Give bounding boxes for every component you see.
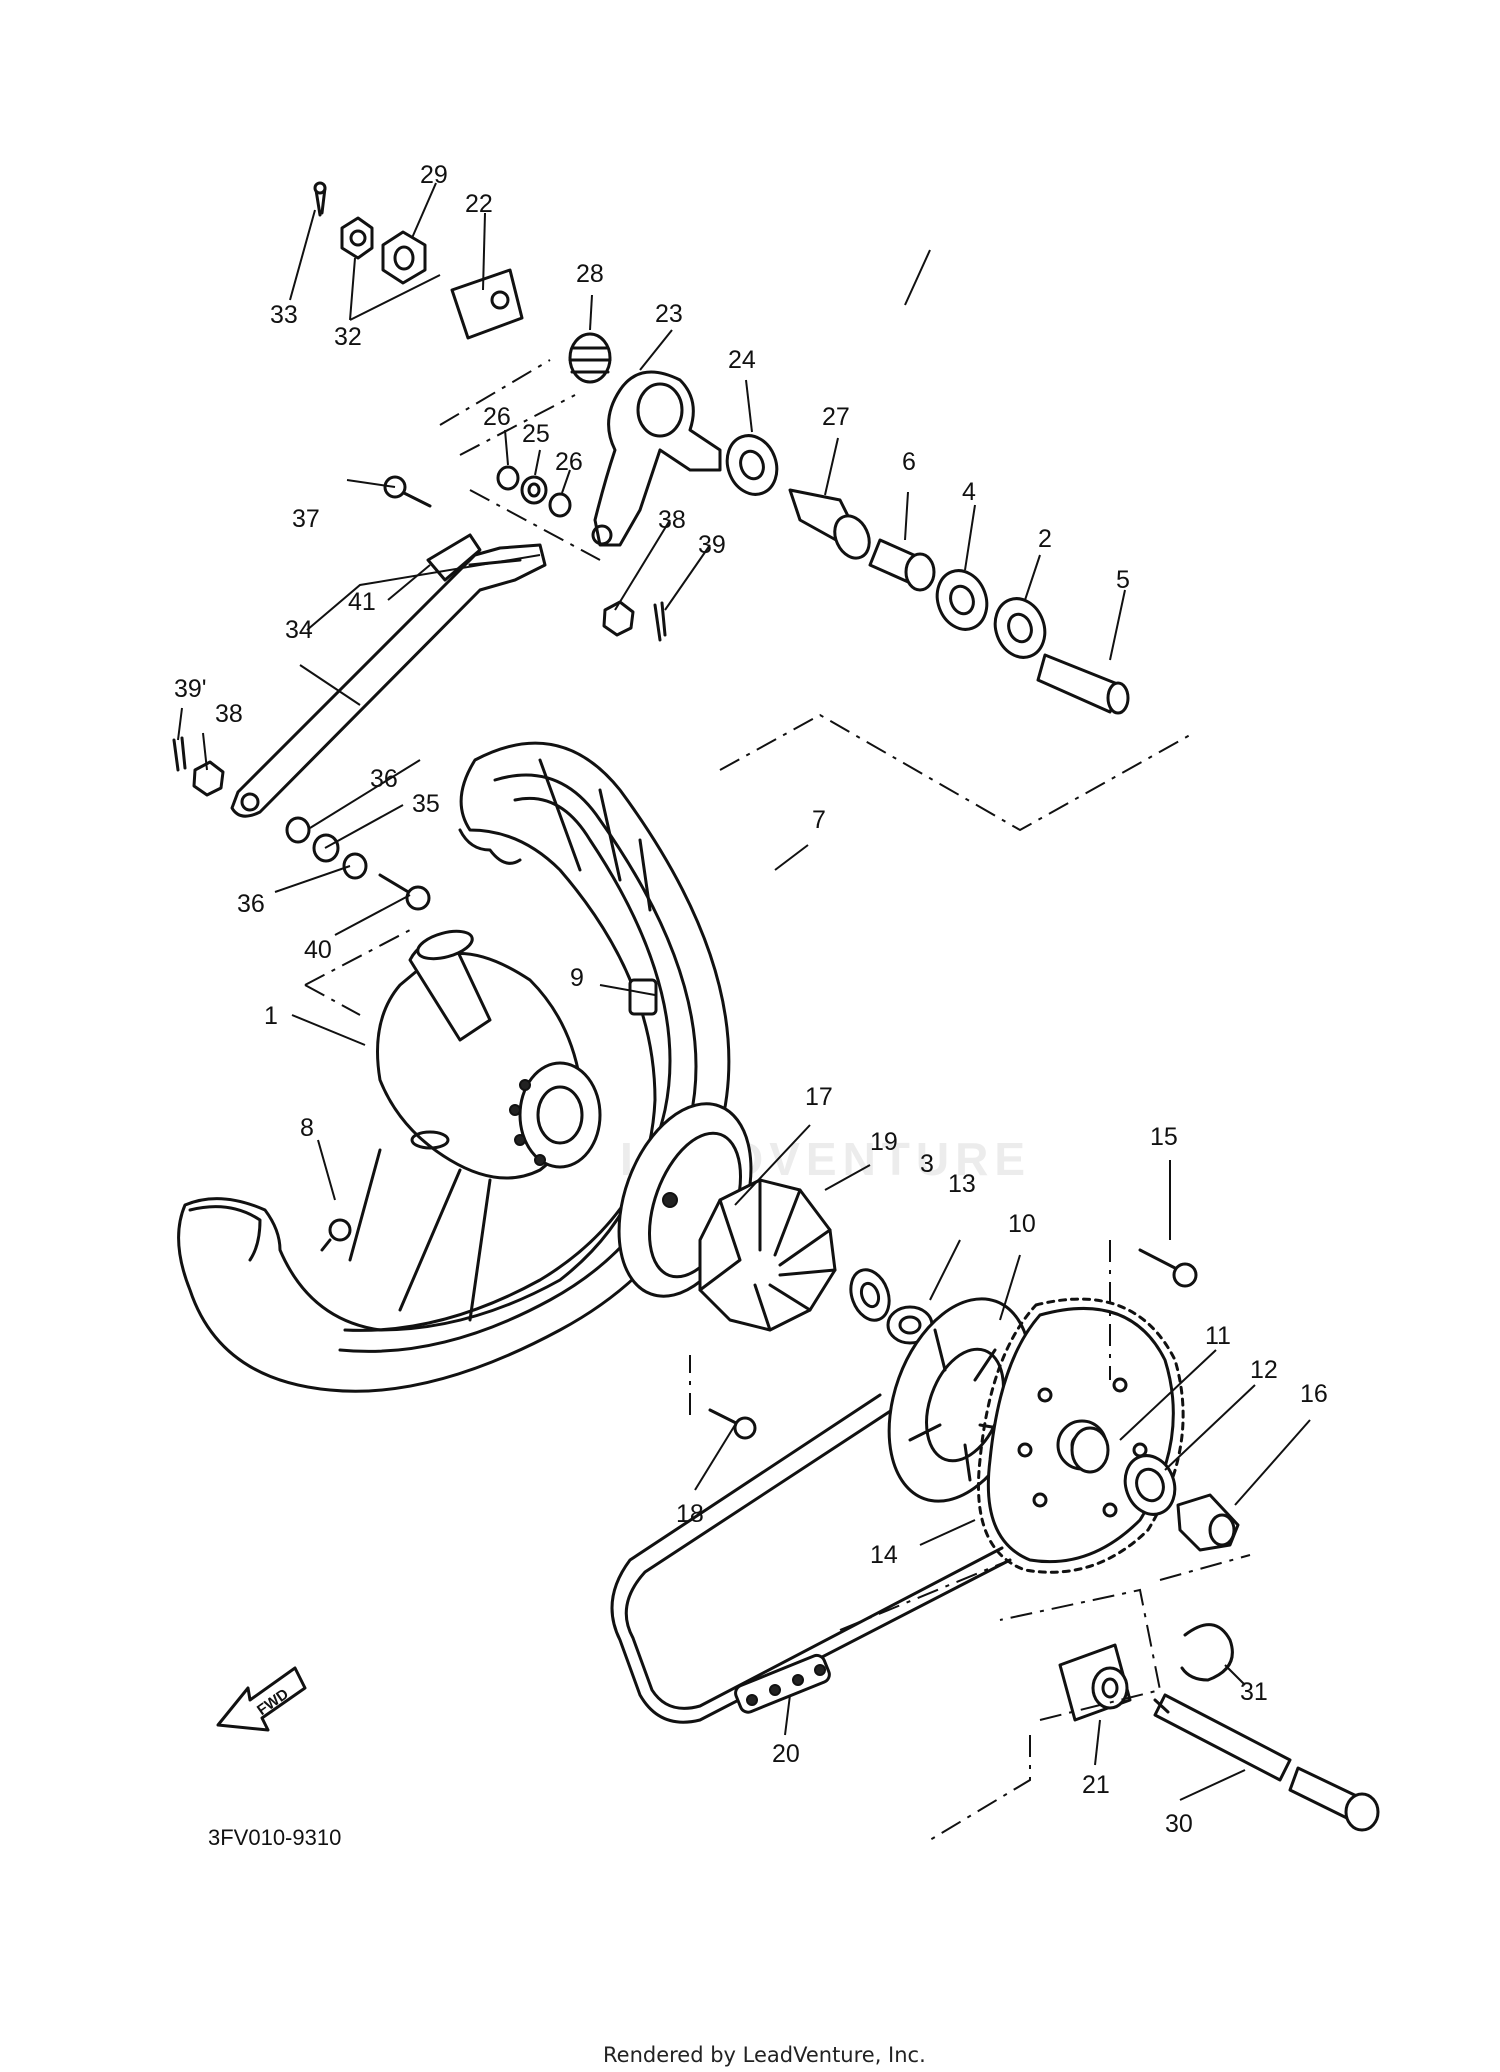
bearing-2 [993, 597, 1047, 659]
chain-joint [734, 1653, 831, 1714]
bolt-40 [378, 873, 431, 911]
callout-26-a: 26 [483, 403, 511, 431]
diagram-code: 3FV010-9310 [208, 1825, 341, 1850]
hub-damper [698, 1178, 837, 1332]
cotter-pin-33 [313, 181, 327, 217]
callout-40: 40 [304, 936, 332, 964]
collar-16 [1176, 1493, 1240, 1552]
bracket-41 [426, 533, 482, 582]
callout-26-b: 26 [555, 448, 583, 476]
spacer-28 [568, 332, 612, 384]
collar-6 [868, 538, 936, 592]
callout-21: 21 [1082, 1771, 1110, 1799]
callout-28: 28 [576, 260, 604, 288]
callout-24: 24 [728, 346, 756, 374]
callout-32: 32 [334, 323, 362, 351]
bearing-24 [725, 434, 779, 496]
callout-30: 30 [1165, 1810, 1193, 1838]
callout-7: 7 [812, 806, 826, 834]
bush-36-lower [342, 852, 368, 880]
callout-35: 35 [412, 790, 440, 818]
shaft-27 [788, 488, 871, 560]
callout-11: 11 [1205, 1322, 1231, 1350]
callout-36-a: 36 [370, 765, 398, 793]
callout-37: 37 [292, 505, 320, 533]
callout-labels: 1 2 3 4 5 6 7 8 9 10 11 12 13 14 15 16 1… [174, 161, 1328, 1838]
valve-cap [320, 1218, 352, 1252]
bush-26-lower [548, 492, 572, 518]
oil-seal-12 [1123, 1454, 1177, 1516]
adjuster-plate-22 [450, 268, 524, 340]
callout-6: 6 [902, 448, 916, 476]
callout-16: 16 [1300, 1380, 1328, 1408]
callout-22: 22 [465, 190, 493, 218]
callout-27: 27 [822, 403, 850, 431]
nut-38-lower [192, 760, 225, 797]
balance-weight [628, 978, 658, 1016]
nut-29 [381, 230, 427, 285]
callout-14: 14 [870, 1541, 898, 1569]
rear-axle [1153, 1693, 1380, 1832]
bush-36-upper [285, 816, 311, 844]
torque-arm-34 [230, 543, 547, 818]
callout-9: 9 [570, 964, 584, 992]
callout-38-b: 38 [215, 700, 243, 728]
callout-29: 29 [420, 161, 448, 189]
bush-26-upper [496, 465, 520, 491]
nut-38-upper [602, 600, 635, 637]
chain-adjuster [1058, 1643, 1132, 1722]
callout-19: 19 [870, 1128, 898, 1156]
callout-4: 4 [962, 478, 976, 506]
footer-credit: Rendered by LeadVenture, Inc. [603, 2043, 926, 2067]
leader-lines [177, 182, 1311, 1801]
callout-3: 3 [920, 1150, 934, 1178]
callout-41: 41 [348, 588, 376, 616]
callout-15: 15 [1150, 1123, 1178, 1151]
relay-arm-23 [591, 370, 722, 547]
callout-12: 12 [1250, 1356, 1278, 1384]
bolt-37 [383, 475, 432, 508]
callout-39-a: 39 [698, 531, 726, 559]
bearing-3 [849, 1268, 891, 1322]
callout-38-a: 38 [658, 506, 686, 534]
callout-10: 10 [1008, 1210, 1036, 1238]
callout-8: 8 [300, 1114, 314, 1142]
pin-39-upper [653, 601, 667, 642]
callout-25: 25 [522, 420, 550, 448]
collar-5 [1036, 653, 1130, 715]
callout-33: 33 [270, 301, 298, 329]
bearing-11 [1070, 1426, 1110, 1474]
callout-1: 1 [264, 1002, 278, 1030]
callout-2: 2 [1038, 525, 1052, 553]
circlip [1180, 1623, 1234, 1682]
rear-wheel-hub [348, 929, 602, 1322]
seal-25 [520, 475, 548, 505]
oil-seal-4 [935, 569, 989, 631]
callout-23: 23 [655, 300, 683, 328]
callout-39-b: 39' [174, 675, 207, 703]
callout-31: 31 [1240, 1678, 1268, 1706]
callout-13: 13 [948, 1170, 976, 1198]
bolt-15 [1138, 1248, 1198, 1288]
callout-34: 34 [285, 616, 313, 644]
callout-5: 5 [1116, 566, 1130, 594]
nut-32 [340, 216, 374, 260]
forward-arrow-icon: FWD [216, 1666, 307, 1732]
callout-17: 17 [805, 1083, 833, 1111]
callout-18: 18 [676, 1500, 704, 1528]
assembly-lines [304, 359, 1251, 1841]
callout-20: 20 [772, 1740, 800, 1768]
bolt-18 [708, 1408, 757, 1440]
pin-39-lower [172, 736, 187, 772]
drive-chain [610, 1393, 1012, 1724]
callout-36-b: 36 [237, 890, 265, 918]
